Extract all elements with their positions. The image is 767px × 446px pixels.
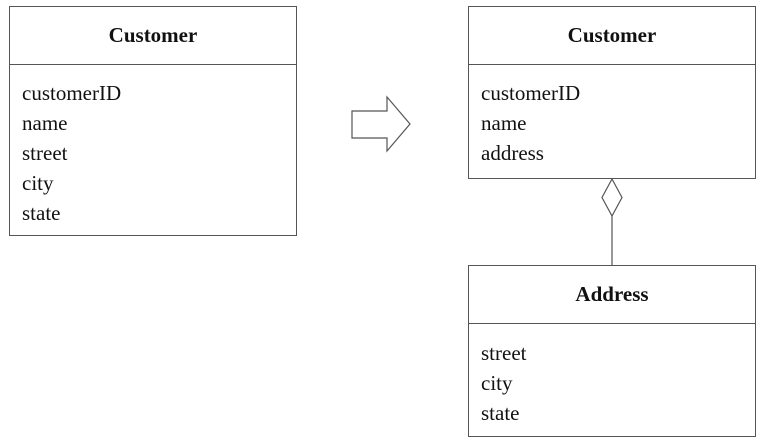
attribute: street — [22, 141, 68, 165]
attribute: street — [481, 341, 527, 365]
attribute: state — [481, 401, 520, 425]
hollow-diamond-icon — [601, 177, 623, 218]
attribute-list: street city state — [469, 324, 755, 428]
attribute-list: customerID name address — [469, 65, 755, 168]
attribute: customerID — [481, 81, 581, 105]
address-class: Address street city state — [468, 265, 756, 437]
customer-class-before: Customer customerID name street city sta… — [9, 6, 297, 236]
attribute: customerID — [22, 81, 122, 105]
class-name: Customer — [469, 7, 755, 65]
class-name: Address — [469, 266, 755, 324]
attribute: name — [22, 111, 68, 135]
attribute: city — [481, 371, 513, 395]
hollow-right-arrow-icon — [351, 95, 411, 153]
attribute: name — [481, 111, 527, 135]
attribute-list: customerID name street city state — [10, 65, 296, 228]
attribute: city — [22, 171, 54, 195]
attribute: state — [22, 201, 61, 225]
class-name: Customer — [10, 7, 296, 65]
customer-class-after: Customer customerID name address — [468, 6, 756, 179]
attribute: address — [481, 141, 544, 165]
